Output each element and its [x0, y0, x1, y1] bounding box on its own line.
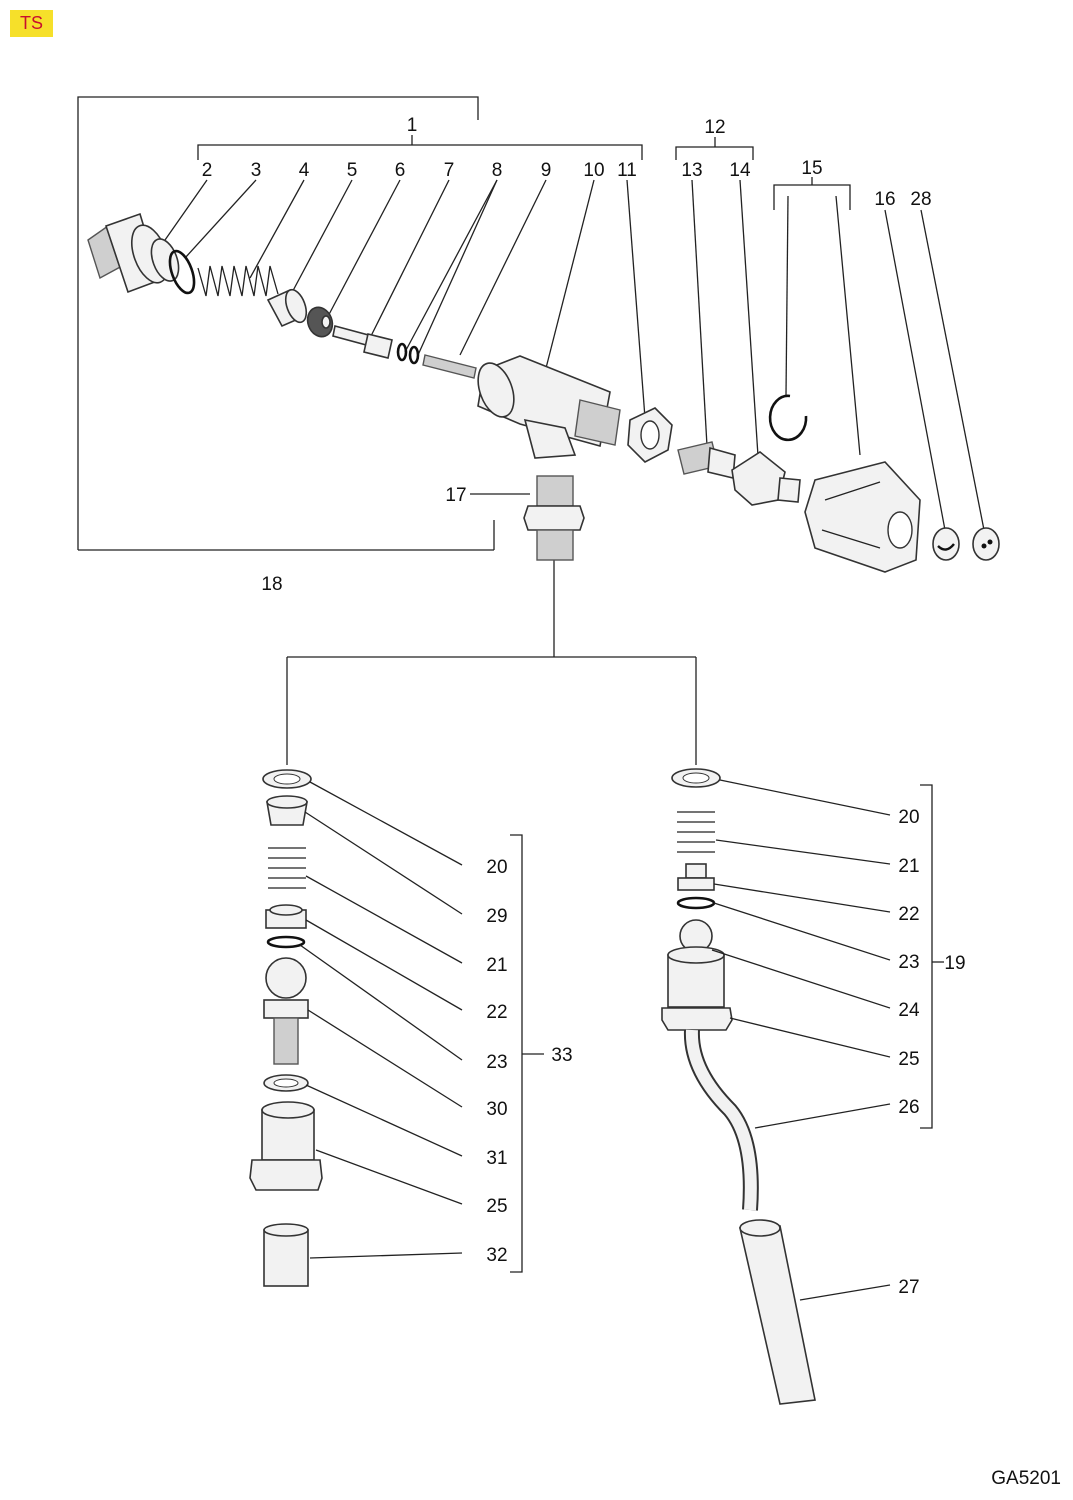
- cup-part: [266, 288, 308, 328]
- pin-part: [332, 325, 393, 359]
- badge-28-part: [972, 527, 1000, 561]
- label-9: 9: [541, 160, 552, 181]
- label-right-21: 21: [898, 856, 919, 877]
- label-7: 7: [444, 160, 455, 181]
- circlip-part: [768, 394, 808, 442]
- label-right-26: 26: [898, 1097, 919, 1118]
- label-8: 8: [492, 160, 503, 181]
- label-14: 14: [729, 160, 751, 181]
- valve-body-part: [477, 355, 621, 459]
- label-13: 13: [681, 160, 702, 181]
- label-left-21: 21: [486, 955, 507, 976]
- left-leaders: [299, 781, 463, 1259]
- label-1: 1: [407, 115, 418, 136]
- label-28: 28: [910, 189, 931, 210]
- label-left-25: 25: [486, 1196, 507, 1217]
- label-right-20: 20: [898, 807, 919, 828]
- small-o-rings-part: [396, 342, 420, 365]
- label-33: 33: [551, 1045, 572, 1066]
- label-3: 3: [251, 160, 262, 181]
- label-11: 11: [617, 160, 637, 181]
- fitting-part: [731, 451, 801, 506]
- label-left-23: 23: [486, 1052, 507, 1073]
- label-right-22: 22: [898, 904, 919, 925]
- label-12: 12: [704, 117, 725, 138]
- badge-16-part: [932, 527, 960, 561]
- valve-stem-part: [422, 354, 477, 379]
- part-number-labels: 1 2 3 4 5 6 7 8 9 10 11 12 13 14 15 16 2…: [202, 115, 966, 1298]
- label-2: 2: [202, 160, 213, 181]
- label-right-23: 23: [898, 952, 919, 973]
- inlet-fitting-part: [87, 212, 180, 294]
- label-10: 10: [583, 160, 604, 181]
- nipple-17-part: [523, 475, 585, 561]
- label-15: 15: [801, 158, 822, 179]
- leader-lines-top: [164, 179, 986, 536]
- knob-part: [804, 461, 921, 573]
- label-right-25: 25: [898, 1049, 919, 1070]
- label-right-24: 24: [898, 1000, 920, 1021]
- label-19: 19: [944, 953, 965, 974]
- label-right-27: 27: [898, 1277, 919, 1298]
- spring-part: [197, 265, 279, 297]
- label-left-20: 20: [486, 857, 507, 878]
- label-left-22: 22: [486, 1002, 507, 1023]
- bracket-lines: [77, 96, 944, 1273]
- label-left-30: 30: [486, 1099, 507, 1120]
- o-ring-part: [168, 249, 196, 295]
- label-left-32: 32: [486, 1245, 507, 1266]
- label-left-31: 31: [486, 1148, 507, 1169]
- label-6: 6: [395, 160, 406, 181]
- left-assembly-parts: [249, 769, 323, 1287]
- label-5: 5: [347, 160, 358, 181]
- label-18: 18: [261, 574, 282, 595]
- right-assembly-parts: [661, 768, 816, 1405]
- label-17: 17: [445, 485, 466, 506]
- label-left-29: 29: [486, 906, 507, 927]
- label-16: 16: [874, 189, 895, 210]
- right-leaders: [711, 779, 891, 1301]
- seal-part: [306, 306, 334, 338]
- ts-badge: TS: [10, 10, 53, 37]
- hex-nut-part: [627, 407, 673, 463]
- label-4: 4: [299, 160, 310, 181]
- drawing-code: GA5201: [991, 1468, 1061, 1489]
- nozzle-part: [677, 441, 736, 479]
